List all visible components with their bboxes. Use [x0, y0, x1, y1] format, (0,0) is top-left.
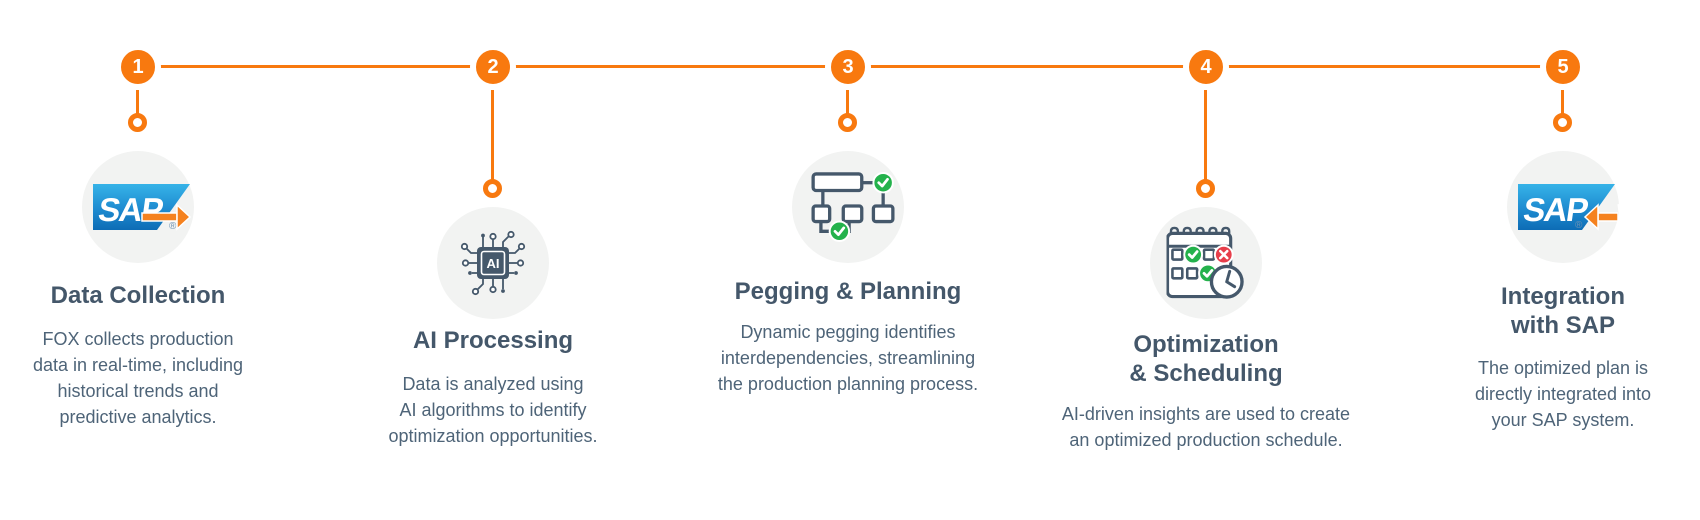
step-ai-processing: 2	[323, 0, 663, 520]
step-title: Integration with SAP	[1501, 283, 1625, 339]
check-badge	[872, 172, 894, 194]
check-badge	[828, 220, 851, 242]
drop-line	[136, 90, 139, 114]
drop-line	[846, 90, 849, 114]
chip-label: AI	[487, 256, 500, 271]
flowchart-icon	[811, 172, 895, 242]
drop-line	[491, 90, 494, 180]
step-number-badge: 1	[115, 44, 161, 90]
step-number: 2	[487, 55, 499, 78]
icon-circle	[1150, 207, 1262, 319]
drop-ring	[1553, 113, 1572, 132]
arrow-left	[1583, 203, 1618, 231]
drop-ring	[1196, 179, 1215, 198]
drop-ring	[128, 113, 147, 132]
icon-circle	[792, 151, 904, 263]
check-badge	[1183, 244, 1204, 265]
registered-mark: ®	[1575, 220, 1583, 231]
step-number-badge: 3	[825, 44, 871, 90]
document-shape	[1617, 200, 1657, 248]
arrow-right	[141, 203, 192, 231]
sap-logo-arrow-left-icon: SAP ®	[1518, 184, 1618, 231]
sap-wordmark: SAP	[1521, 192, 1590, 229]
step-title: AI Processing	[412, 327, 574, 354]
step-number-badge: 2	[470, 44, 516, 90]
icon-circle: SAP ®	[82, 151, 194, 263]
drop-line	[1561, 90, 1564, 114]
calendar-clock-icon	[1166, 226, 1244, 299]
icon-circle: AI	[437, 207, 549, 319]
step-number: 3	[842, 55, 854, 78]
icon-circle: SAP ®	[1507, 151, 1619, 263]
step-optimization-scheduling: 4	[1036, 0, 1376, 520]
drop-ring	[838, 113, 857, 132]
ai-chip-icon: AI	[460, 230, 526, 296]
step-description: Dynamic pegging identifies interdependen…	[717, 322, 979, 394]
binder-rings	[1169, 226, 1231, 235]
step-number: 5	[1557, 55, 1569, 78]
step-description: FOX collects production data in real-tim…	[32, 329, 244, 427]
step-title: Optimization & Scheduling	[1129, 331, 1283, 387]
step-integration-with-sap: 5 SAP ® Integration with SAP The op	[1393, 0, 1700, 520]
step-number-badge: 5	[1540, 44, 1586, 90]
step-title: Data Collection	[50, 282, 226, 309]
step-description: The optimized plan is directly integrate…	[1474, 358, 1652, 430]
x-badge	[1213, 244, 1234, 265]
step-number-badge: 4	[1183, 44, 1229, 90]
step-description: Data is analyzed using AI algorithms to …	[388, 374, 598, 446]
step-number: 1	[132, 55, 144, 78]
registered-mark: ®	[169, 221, 177, 231]
step-pegging-planning: 3	[678, 0, 1018, 520]
step-number: 4	[1200, 55, 1212, 78]
drop-ring	[483, 179, 502, 198]
sap-logo-arrow-right-icon: SAP ®	[93, 184, 192, 231]
step-title: Pegging & Planning	[734, 278, 962, 305]
sap-wordmark: SAP	[96, 192, 165, 229]
drop-line	[1204, 90, 1207, 180]
step-description: AI-driven insights are used to create an…	[1061, 404, 1351, 450]
clock	[1209, 264, 1244, 299]
step-data-collection: 1 SAP ® Data Collection FOX collects pro	[0, 0, 308, 520]
